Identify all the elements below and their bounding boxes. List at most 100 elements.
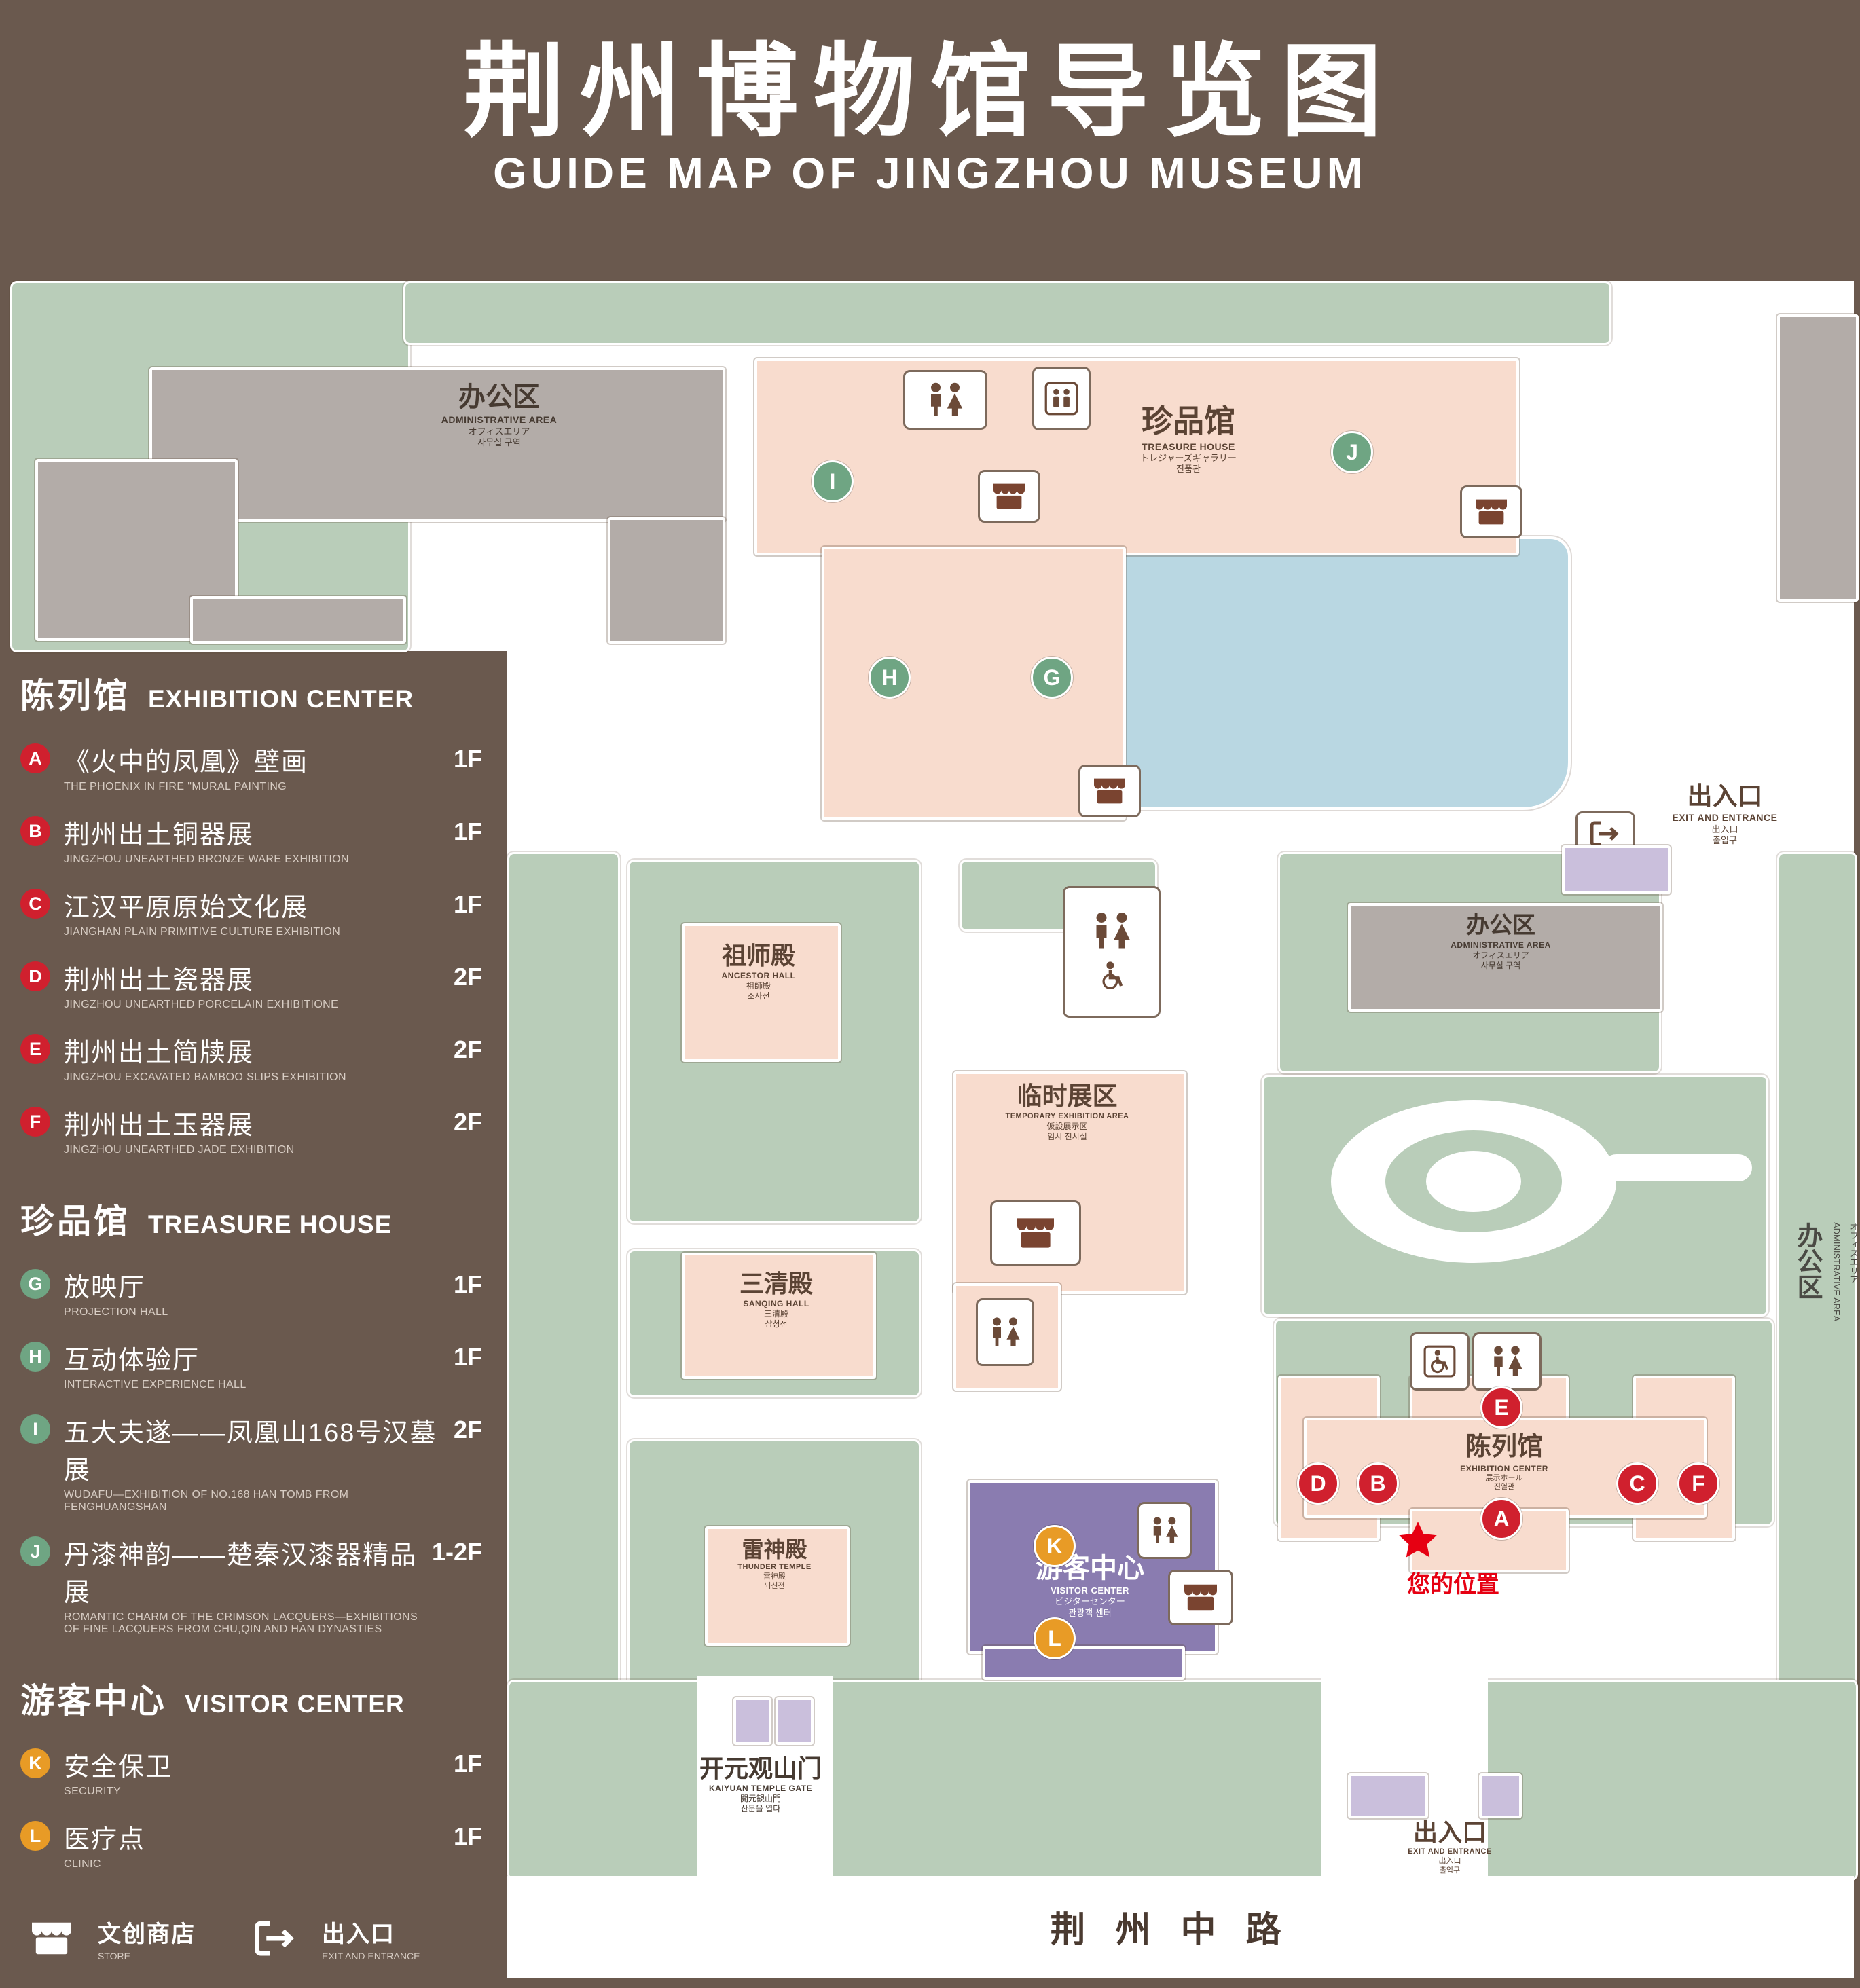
floor-label: 2F [453,1108,482,1136]
floor-label: 1F [453,817,482,845]
exit-icon [244,1919,307,1957]
legend-section-exhibition-center: 陈列馆 EXHIBITION CENTER [20,669,482,718]
badge-g: G [20,1269,50,1299]
floor-label: 1F [453,1822,482,1850]
marker-a: A [1480,1498,1522,1540]
floor-label: 2F [453,963,482,991]
marker-d: D [1297,1462,1339,1505]
gate-pillar-left [733,1697,771,1745]
badge-j: J [20,1536,50,1566]
building-admin-top-d [608,517,725,644]
elevator-icon [1032,367,1091,430]
badge-b: B [20,816,50,846]
badge-k: K [20,1748,50,1778]
road-label: 荆州中路 [1050,1911,1311,1950]
green-area-top-band [403,281,1611,345]
ancestor-hall-label: 祖师殿 ANCESTOR HALL 祖師殿 조사전 [721,942,796,1001]
store-icon [1078,765,1141,817]
restroom-icon [1137,1502,1192,1559]
building-admin-top-right [1777,314,1859,602]
building-thunder-temple [705,1526,850,1646]
marker-l: L [1034,1617,1076,1659]
building-admin-top-a [149,367,725,522]
marker-j: J [1331,431,1373,473]
building-admin-right [1348,903,1662,1012]
sanqing-hall-label: 三清殿 SANQING HALL 三清殿 삼청전 [739,1270,813,1329]
badge-a: A [20,743,50,773]
green-area-far-right-strip [1777,852,1857,1725]
floor-label: 1-2F [431,1538,482,1566]
page-subtitle: GUIDE MAP OF JINGZHOU MUSEUM [493,149,1367,198]
thunder-temple-label: 雷神殿 THUNDER TEMPLE 雷神殿 뇌신전 [737,1537,812,1590]
restroom-icon [903,370,987,430]
bottom-exit-block-left [1348,1773,1428,1818]
building-sanqing-hall [682,1253,876,1379]
building-exit-right-purple [1562,845,1671,894]
marker-h: H [869,657,911,699]
badge-f: F [20,1107,50,1137]
restroom-family-icon [1063,886,1161,1018]
badge-c: C [20,889,50,919]
badge-l: L [20,1821,50,1851]
building-admin-top-c [190,596,406,644]
restroom-icon [976,1298,1034,1366]
marker-b: B [1357,1462,1399,1505]
floor-label: 1F [453,745,482,773]
gate-pillar-right [776,1697,814,1745]
floor-label: 2F [453,1035,482,1063]
building-ancestor-hall [682,923,841,1062]
marker-g: G [1031,657,1073,699]
accessible-elevator-icon [1410,1332,1470,1391]
badge-h: H [20,1342,50,1372]
treasure-house-label: 珍品馆 TREASURE HOUSE トレジャーズギャラリー 진품관 [1140,403,1237,475]
floor-label: 1F [453,1270,482,1298]
exit-right-label: 出入口 EXIT AND ENTRANCE 出入口 출입구 [1672,782,1778,845]
badge-d: D [20,961,50,991]
marker-i: I [812,460,854,502]
your-location-star-icon [1397,1520,1439,1564]
marker-c: C [1616,1462,1658,1505]
building-treasure-house [754,358,1519,555]
admin-far-right-label: 办公区 ADMINISTRATIVE AREA オフィスエリア 사무실 구역 [1793,1222,1859,1322]
your-location-label: 您的位置 [1407,1572,1499,1598]
building-visitor-center-strip [983,1646,1185,1680]
marker-f: F [1677,1462,1719,1505]
pond [1097,536,1571,810]
admin-top-left-label: 办公区 ADMINISTRATIVE AREA オフィスエリア 사무실 구역 [441,382,558,447]
store-icon [1460,485,1522,538]
store-icon [978,470,1040,523]
marker-e: E [1480,1386,1522,1429]
garden-path-spur [1603,1154,1752,1181]
exhibition-center-label: 陈列馆 EXHIBITION CENTER 展示ホール 진열관 [1460,1433,1548,1492]
exit-bottom-label: 出入口 EXIT AND ENTRANCE 出入口 출입구 [1408,1818,1492,1875]
road [507,1876,1854,1978]
section-title-en: EXHIBITION CENTER [148,685,414,713]
page-title: 荆州博物馆导览图 [462,35,1398,149]
kaiyuan-gate-label: 开元观山门 KAIYUAN TEMPLE GATE 開元観山門 산문을 열다 [699,1754,822,1814]
marker-k: K [1034,1525,1076,1567]
floor-label: 2F [453,1416,482,1443]
badge-e: E [20,1034,50,1064]
legend-section-visitor-center: 游客中心 VISITOR CENTER [20,1682,405,1720]
garden-path-inner [1426,1151,1521,1212]
restroom-icon [1472,1332,1542,1391]
badge-i: I [20,1414,50,1444]
floor-label: 1F [453,1343,482,1371]
store-icon [20,1919,83,1958]
store-icon [990,1200,1081,1266]
bottom-exit-block-right [1479,1773,1522,1818]
